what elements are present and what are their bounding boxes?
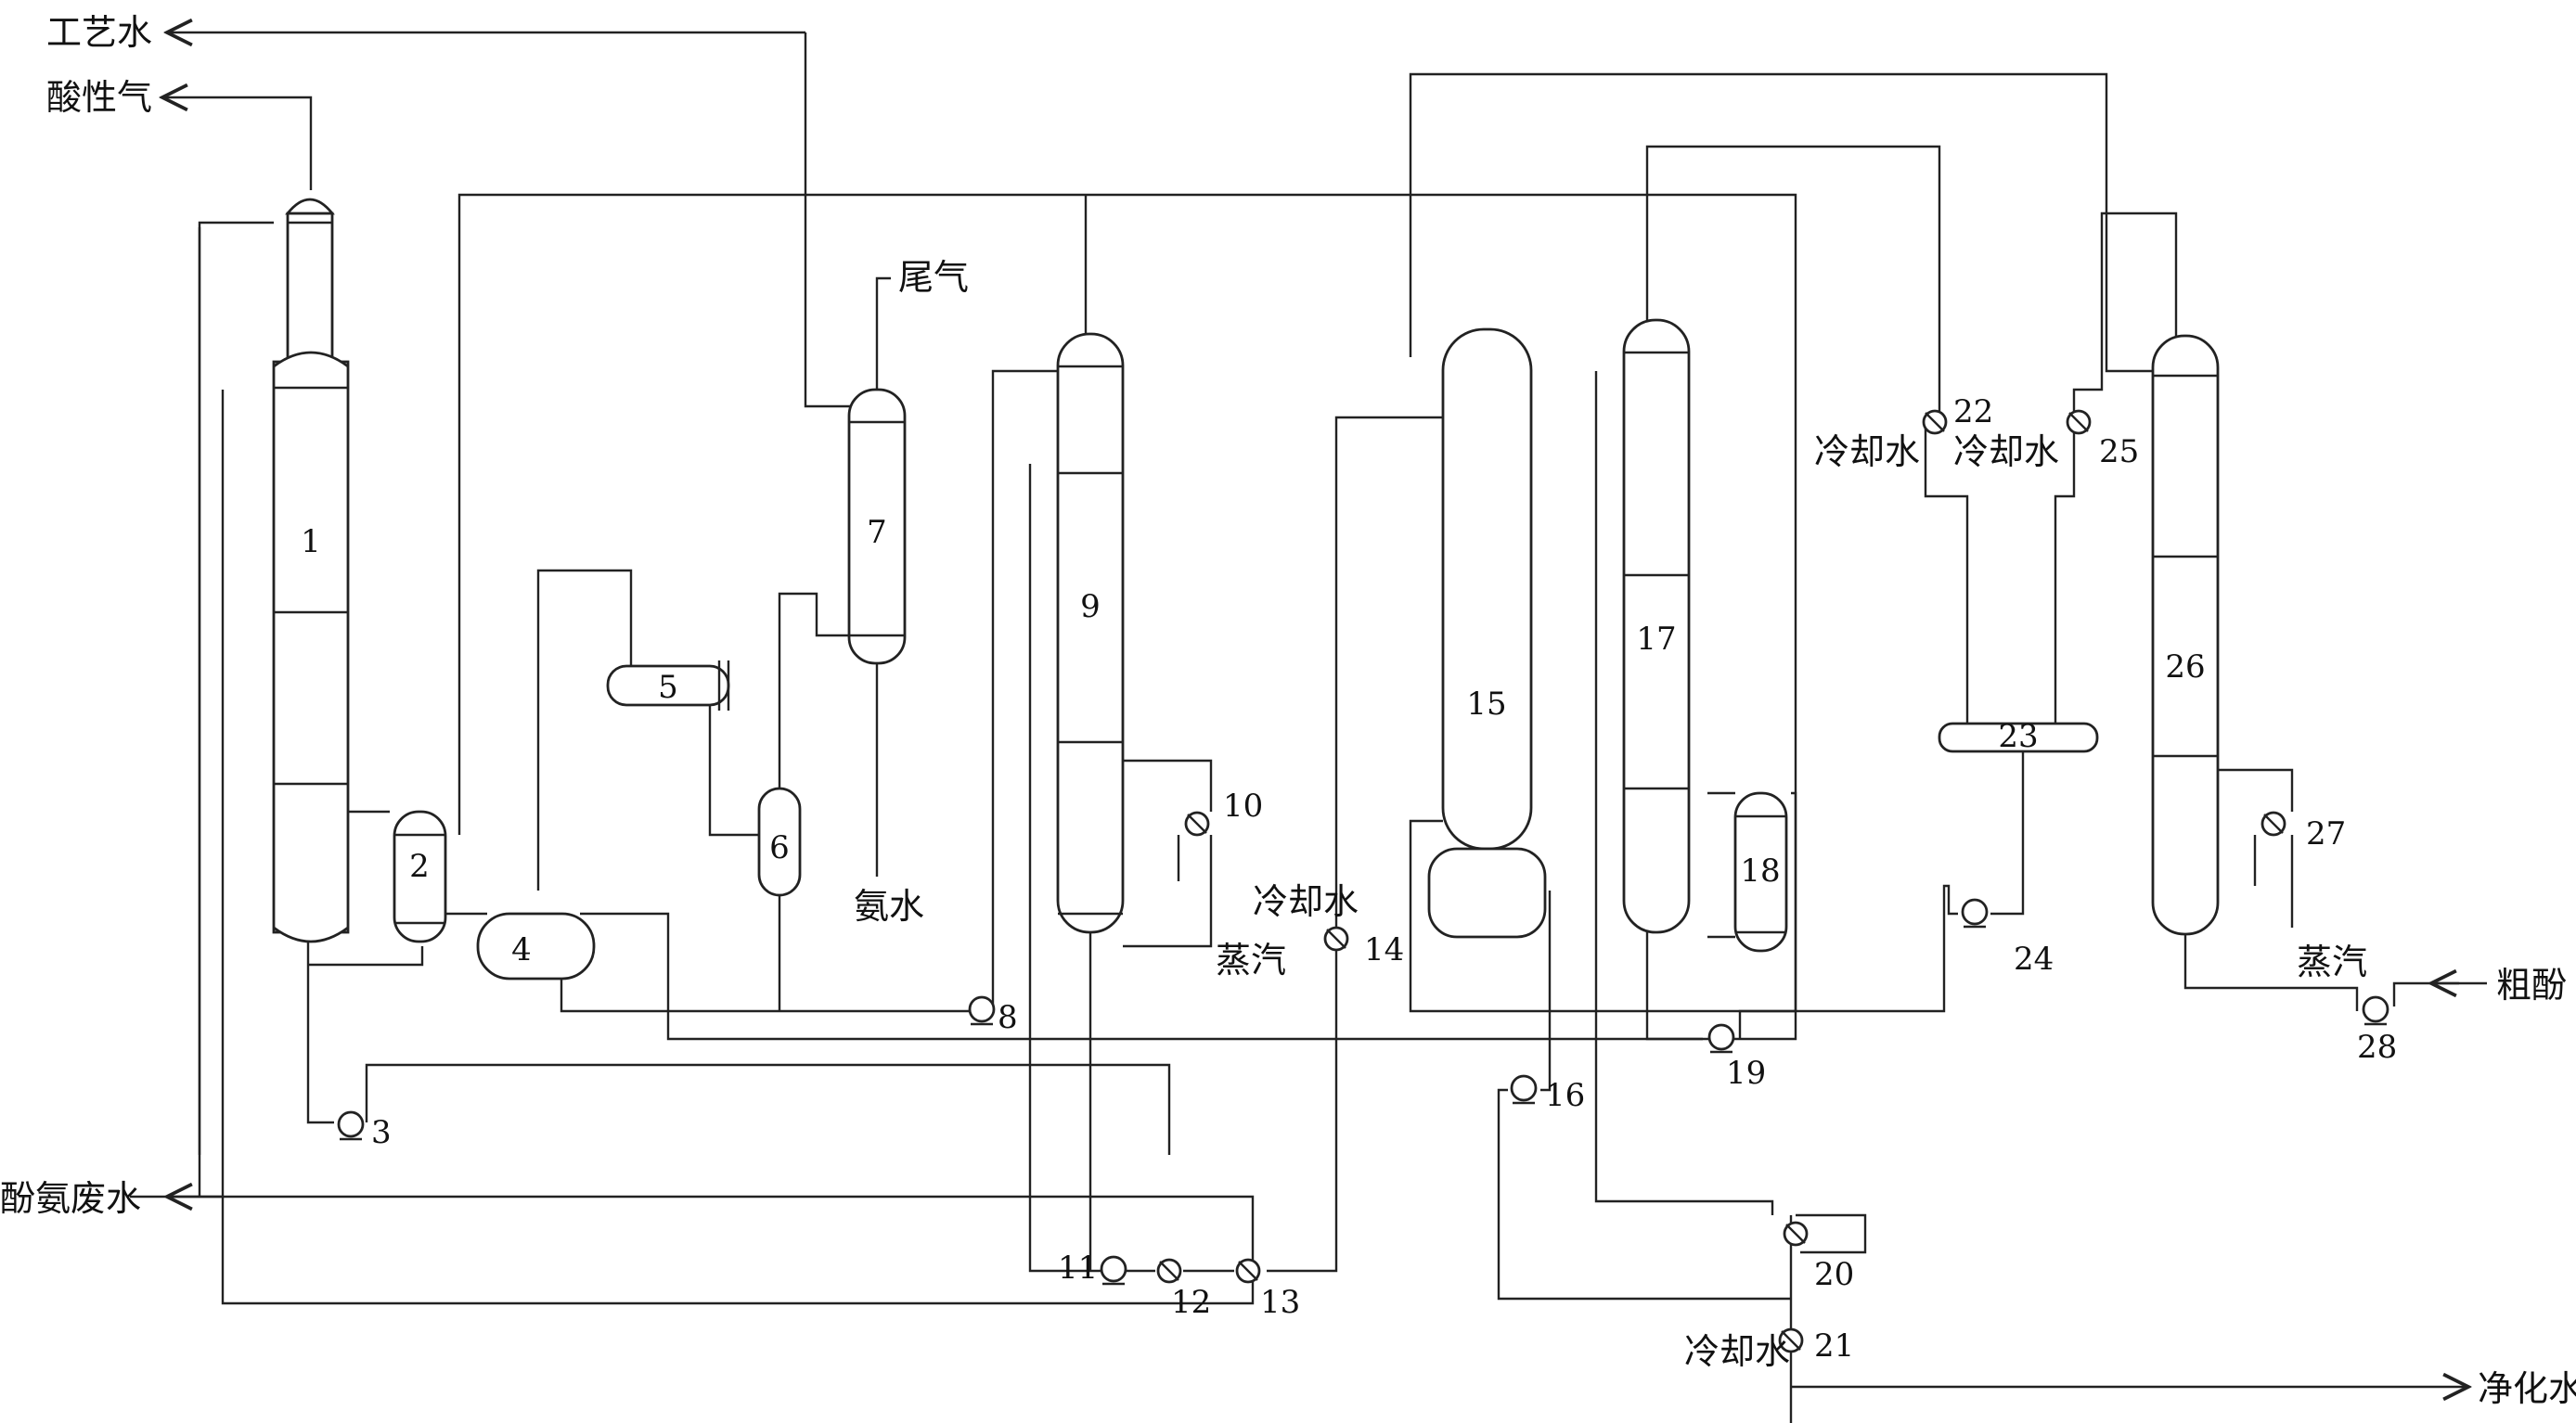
top-header-line xyxy=(457,193,1797,1041)
pump-3: 3 xyxy=(337,1110,392,1151)
label-steam-27: 蒸汽 xyxy=(2297,942,2367,982)
equipment-label-10: 10 xyxy=(1223,788,1263,825)
equipment-label-20: 20 xyxy=(1814,1256,1854,1293)
equipment-label-16: 16 xyxy=(1545,1077,1585,1114)
label-purified-water: 净化水 xyxy=(2478,1368,2576,1409)
pump-24: 24 xyxy=(1961,898,2054,978)
exchanger-13: 13 xyxy=(1235,1258,1300,1321)
equipment-label-8: 8 xyxy=(998,999,1018,1036)
drum-4: 4 xyxy=(476,912,596,981)
exchanger-25: 25 xyxy=(2066,409,2139,470)
label-tail-gas: 尾气 xyxy=(898,257,969,298)
equipment-label-6: 6 xyxy=(769,829,790,866)
equipment-label-14: 14 xyxy=(1364,931,1404,968)
equipment-label-21: 21 xyxy=(1814,1327,1854,1365)
label-cooling-water-14: 冷却水 xyxy=(1253,881,1359,922)
equipment-label-11: 11 xyxy=(1058,1250,1098,1287)
label-crude-phenol: 粗酚 xyxy=(2496,965,2567,1006)
exchanger-21: 21 xyxy=(1778,1327,1854,1365)
column-26: 26 xyxy=(2151,334,2220,936)
equipment-label-7: 7 xyxy=(867,514,887,551)
column17-overhead xyxy=(1645,145,1941,424)
column-1: 1 xyxy=(272,198,350,943)
equipment-label-19: 19 xyxy=(1726,1055,1766,1092)
pump-11: 11 xyxy=(1058,1250,1127,1287)
piping xyxy=(130,32,2487,1423)
separator-6: 6 xyxy=(757,787,802,897)
equipment-label-23: 23 xyxy=(1998,718,2038,755)
equipment-label-27: 27 xyxy=(2306,815,2346,853)
pump-8: 8 xyxy=(968,995,1018,1036)
column26-overhead xyxy=(2072,212,2178,422)
equipment-label-1: 1 xyxy=(301,523,321,560)
exchanger-10: 10 xyxy=(1184,788,1263,837)
equipment-label-2: 2 xyxy=(409,848,430,885)
equipment-label-18: 18 xyxy=(1740,853,1780,890)
label-acid-gas: 酸性气 xyxy=(46,77,152,118)
label-cooling-water-21: 冷却水 xyxy=(1684,1331,1790,1372)
exchanger-2: 2 xyxy=(393,810,447,943)
acid-gas-line xyxy=(162,97,313,190)
equipment-label-12: 12 xyxy=(1171,1284,1211,1321)
equipment-label-5: 5 xyxy=(658,669,678,706)
label-cooling-water-22: 冷却水 xyxy=(1814,431,1920,472)
column-7: 7 xyxy=(847,388,907,665)
exchanger-5: 5 xyxy=(606,660,730,711)
drum-23: 23 xyxy=(1938,718,2099,755)
pump-28: 28 xyxy=(2357,995,2397,1066)
label-ammonia-water: 氨水 xyxy=(854,886,924,927)
recycle-24-line xyxy=(1409,819,1958,1013)
reflux-line-1 xyxy=(198,221,274,1155)
label-steam-10: 蒸汽 xyxy=(1216,940,1286,981)
equipment-label-24: 24 xyxy=(2014,941,2054,978)
equipment-label-28: 28 xyxy=(2357,1029,2397,1066)
process-water-line xyxy=(804,32,852,408)
equipment-label-4: 4 xyxy=(511,931,532,968)
column-9: 9 xyxy=(1056,332,1125,934)
equipment-label-25: 25 xyxy=(2099,433,2139,470)
label-phenol-ammonia-wastewater: 酚氨废水 xyxy=(0,1178,141,1219)
equipment-label-13: 13 xyxy=(1260,1284,1300,1321)
equipment-label-26: 26 xyxy=(2165,648,2205,686)
label-process-water: 工艺水 xyxy=(46,12,152,53)
equipment-label-3: 3 xyxy=(371,1114,392,1151)
equipment-label-15: 15 xyxy=(1466,686,1506,723)
column-15: 15 xyxy=(1427,327,1547,939)
equipment: 1 2 4 5 6 7 xyxy=(272,198,2220,981)
equipment-label-17: 17 xyxy=(1636,621,1676,658)
equipment-label-9: 9 xyxy=(1080,588,1101,625)
reboiler-18: 18 xyxy=(1733,791,1788,953)
small-equipment: 3 8 11 16 19 24 28 10 12 13 14 20 21 22 … xyxy=(337,393,2397,1365)
exchanger-22: 22 xyxy=(1922,393,1993,435)
exchanger-12: 12 xyxy=(1156,1258,1211,1321)
column15-to-26-line xyxy=(1409,72,2178,373)
exchanger-20: 20 xyxy=(1783,1221,1854,1293)
pump-16: 16 xyxy=(1510,1074,1585,1114)
pump-19: 19 xyxy=(1707,1023,1766,1092)
label-cooling-water-25: 冷却水 xyxy=(1953,431,2059,472)
exchanger-27: 27 xyxy=(2260,811,2346,853)
stream-labels: 工艺水 酸性气 尾气 氨水 蒸汽 冷却水 冷却水 冷却水 冷却水 蒸汽 粗酚 酚… xyxy=(0,12,2576,1409)
exchanger-14: 14 xyxy=(1323,926,1404,968)
column-17: 17 xyxy=(1622,318,1691,934)
equipment-label-22: 22 xyxy=(1953,393,1993,430)
